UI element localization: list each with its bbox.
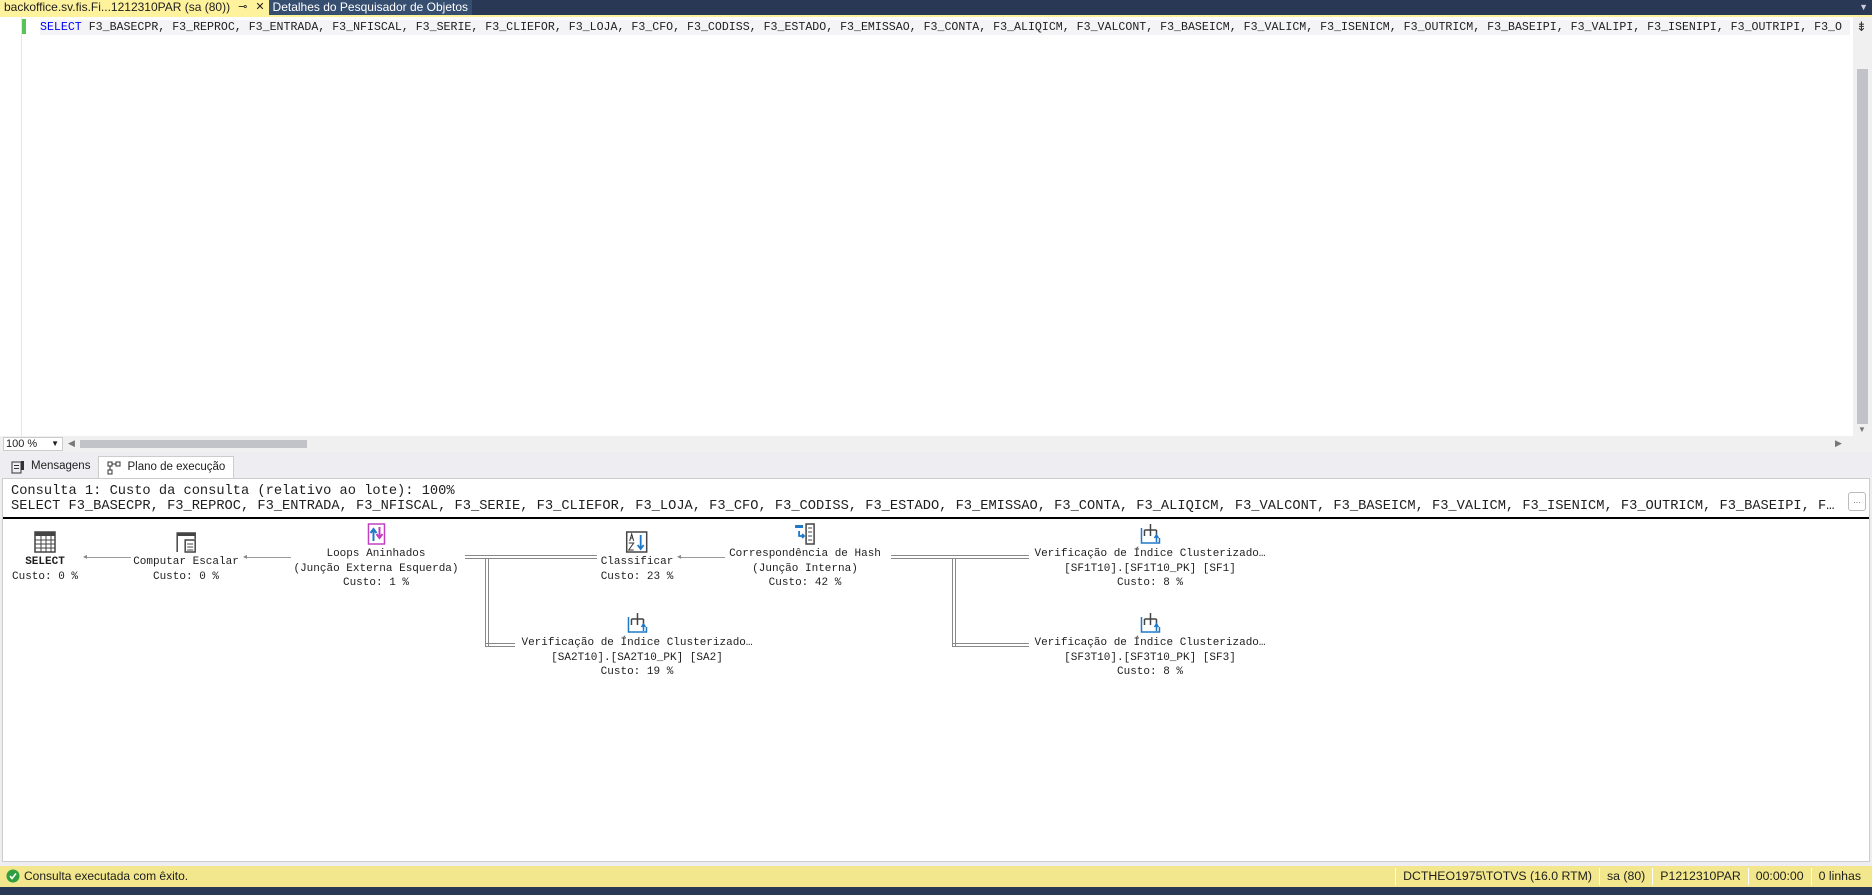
node-name: SELECT (25, 556, 65, 568)
arrow-icon: ◂ (677, 552, 682, 561)
plan-node-clustered-index-scan-sf1[interactable]: Verificação de Índice Clusterizado… [SF1… (1034, 523, 1266, 591)
node-cost: Custo: 8 % (1116, 666, 1184, 678)
zoom-value: 100 % (6, 438, 38, 450)
nested-loops-icon (367, 523, 385, 545)
connector-line (952, 643, 1029, 647)
success-check-icon (6, 869, 20, 883)
status-elapsed-time: 00:00:00 (1747, 868, 1811, 885)
sql-columns: F3_BASECPR, F3_REPROC, F3_ENTRADA, F3_NF… (81, 21, 1842, 34)
node-cost: Custo: 8 % (1116, 577, 1184, 589)
query-cost-header: Consulta 1: Custo da consulta (relativo … (11, 484, 455, 499)
plan-node-clustered-index-scan-sa2[interactable]: Verificação de Índice Clusterizado… [SA2… (521, 612, 753, 680)
node-name: Verificação de Índice Clusterizado… (521, 637, 753, 649)
plan-node-hash-match[interactable]: Correspondência de Hash (Junção Interna)… (729, 523, 881, 591)
divider (3, 517, 1869, 519)
sort-icon (626, 531, 648, 553)
tab-label: Detalhes do Pesquisador de Objetos (272, 0, 469, 14)
node-name: Verificação de Índice Clusterizado… (1034, 637, 1266, 649)
active-tab-underline (0, 15, 1872, 17)
node-name: Classificar (600, 556, 674, 568)
messages-icon (11, 461, 24, 474)
arrow-icon: ◂ (243, 552, 248, 561)
clustered-index-scan-icon (1140, 524, 1160, 544)
connector-line (952, 559, 956, 646)
document-tab-bar: backoffice.sv.fis.Fi...1212310PAR (sa (8… (0, 0, 1872, 17)
tab-label: Plano de execução (127, 461, 226, 473)
status-row-count: 0 linhas (1810, 868, 1868, 885)
connector-line (247, 557, 291, 558)
query-editor[interactable]: SELECT F3_BASECPR, F3_REPROC, F3_ENTRADA… (0, 17, 1853, 436)
status-message: Consulta executada com êxito. (24, 869, 189, 883)
tab-messages[interactable]: Mensagens (3, 456, 98, 478)
editor-margin (0, 17, 22, 436)
node-cost: Custo: 1 % (342, 577, 409, 589)
close-icon[interactable]: ✕ (255, 1, 265, 13)
tab-list-dropdown-icon[interactable]: ▼ (1859, 2, 1868, 12)
tab-object-explorer-details[interactable]: Detalhes do Pesquisador de Objetos (268, 0, 473, 15)
tab-label: Mensagens (31, 460, 91, 472)
clustered-index-scan-icon (627, 613, 647, 633)
plan-node-clustered-index-scan-sf3[interactable]: Verificação de Índice Clusterizado… [SF3… (1034, 612, 1266, 680)
connector-line (465, 555, 597, 559)
status-database: P1212310PAR (1652, 868, 1747, 885)
execution-plan-pane[interactable]: Consulta 1: Custo da consulta (relativo … (2, 478, 1870, 862)
node-cost: Custo: 42 % (768, 577, 842, 589)
connector-line (87, 557, 131, 558)
split-icon[interactable]: ⇟ (1856, 19, 1867, 34)
connector-line (681, 557, 725, 558)
select-icon (34, 531, 56, 553)
connector-line (485, 643, 515, 647)
arrow-icon: ◂ (83, 552, 88, 561)
status-server: DCTHEO1975\TOTVS (16.0 RTM) (1395, 868, 1599, 885)
query-text[interactable]: SELECT F3_BASECPR, F3_REPROC, F3_ENTRADA… (40, 20, 1850, 35)
node-detail: [SA2T10].[SA2T10_PK] [SA2] (551, 651, 723, 664)
status-bar: Consulta executada com êxito. DCTHEO1975… (0, 866, 1872, 887)
scrollbar-thumb[interactable] (1857, 69, 1868, 424)
plan-node-sort[interactable]: Classificar Custo: 23 % (600, 531, 674, 584)
sql-keyword: SELECT (40, 21, 82, 34)
node-cost: Custo: 0 % (152, 570, 219, 583)
node-name: Loops Aninhados (326, 548, 426, 560)
editor-vertical-scrollbar[interactable]: ⇟ ▼ (1853, 17, 1872, 436)
clustered-index-scan-icon (1140, 613, 1160, 633)
node-name: Correspondência de Hash (729, 548, 881, 560)
plan-node-nested-loops[interactable]: Loops Aninhados (Junção Externa Esquerda… (293, 523, 459, 591)
node-detail: (Junção Externa Esquerda) (293, 562, 459, 575)
node-cost: Custo: 0 % (11, 570, 79, 583)
status-details: DCTHEO1975\TOTVS (16.0 RTM) sa (80) P121… (1395, 868, 1868, 885)
hash-match-icon (794, 523, 815, 545)
node-cost: Custo: 23 % (600, 570, 674, 583)
scroll-down-icon[interactable]: ▼ (1858, 425, 1866, 434)
show-full-query-button[interactable]: ... (1848, 492, 1866, 511)
plan-node-select[interactable]: SELECT Custo: 0 % (12, 531, 78, 584)
plan-query-text: SELECT F3_BASECPR, F3_REPROC, F3_ENTRADA… (11, 499, 1835, 514)
node-detail: [SF3T10].[SF3T10_PK] [SF3] (1064, 651, 1236, 664)
node-detail: (Junção Interna) (752, 562, 858, 575)
change-indicator (22, 19, 26, 34)
pin-icon[interactable]: ⊸ (238, 1, 248, 13)
node-detail: [SF1T10].[SF1T10_PK] [SF1] (1064, 562, 1236, 575)
plan-node-compute-scalar[interactable]: Computar Escalar Custo: 0 % (133, 531, 239, 584)
execution-plan-icon (107, 461, 121, 475)
zoom-bar: 100 % ▼ ◀ ▶ (0, 436, 1872, 452)
compute-scalar-icon (176, 532, 196, 553)
window-bottom-border (0, 887, 1872, 895)
tab-query-editor[interactable]: backoffice.sv.fis.Fi...1212310PAR (sa (8… (0, 0, 269, 15)
scroll-right-icon[interactable]: ▶ (1835, 438, 1842, 448)
node-cost: Custo: 19 % (600, 666, 674, 678)
connector-line (485, 559, 489, 646)
node-name: Computar Escalar (133, 556, 239, 568)
results-tabs: Mensagens Plano de execução (0, 456, 1872, 478)
tab-execution-plan[interactable]: Plano de execução (98, 456, 235, 478)
connector-line (891, 555, 1029, 559)
zoom-select[interactable]: 100 % ▼ (3, 437, 63, 451)
tab-label: backoffice.sv.fis.Fi...1212310PAR (sa (8… (4, 0, 231, 14)
node-name: Verificação de Índice Clusterizado… (1034, 548, 1266, 560)
status-user: sa (80) (1599, 868, 1652, 885)
scroll-left-icon[interactable]: ◀ (68, 438, 75, 448)
horizontal-scrollbar-thumb[interactable] (80, 440, 307, 448)
chevron-down-icon: ▼ (51, 439, 59, 448)
